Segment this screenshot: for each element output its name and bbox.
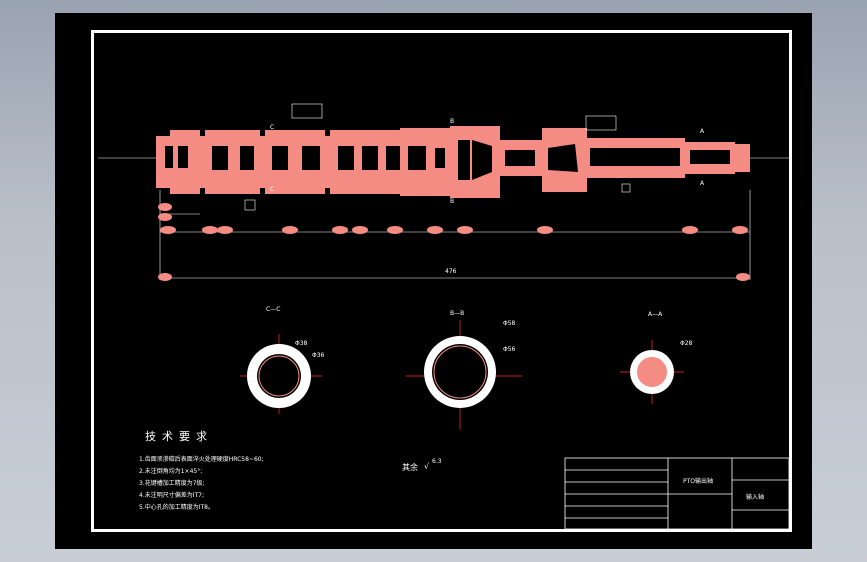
section-a xyxy=(620,340,684,404)
section-label-c-top: C xyxy=(270,124,275,131)
overall-length: 476 xyxy=(445,268,457,275)
note-3: 3.花键槽加工精度为7级; xyxy=(139,480,205,487)
roughness-prefix: 其余 xyxy=(402,463,418,472)
section-c-major: Φ38 xyxy=(295,340,308,347)
section-c-title: C—C xyxy=(266,306,281,313)
shaft-slots xyxy=(165,140,730,180)
section-a-major: Φ28 xyxy=(680,340,693,347)
section-label-a-bottom: A xyxy=(700,180,705,187)
section-label-b-top: B xyxy=(450,118,455,125)
note-2: 2.未注倒角均为1×45°; xyxy=(139,468,203,475)
section-label-b-bottom: B xyxy=(450,198,455,205)
title-sheet-info: 输入轴 xyxy=(746,494,765,501)
note-4: 4.未注明尺寸偏差为IT7; xyxy=(139,492,204,499)
roughness-icon: √ xyxy=(424,462,430,471)
section-b-title: B—B xyxy=(450,310,465,317)
drawing-frame xyxy=(91,30,792,532)
roughness-value: 6.3 xyxy=(432,458,442,465)
section-c xyxy=(240,334,322,414)
title-block-grid xyxy=(564,457,790,530)
note-5: 5.中心孔的加工精度为IT8。 xyxy=(139,504,214,511)
section-a-title: A—A xyxy=(648,311,663,318)
section-label-c-bottom: C xyxy=(270,186,275,193)
tolerance-frames xyxy=(244,103,631,211)
note-1: 1.齿面须渗碳后表面淬火处理硬度HRC58~60; xyxy=(139,456,264,463)
section-label-a-top: A xyxy=(700,128,705,135)
section-c-minor: Φ36 xyxy=(312,352,325,359)
technical-notes-title: 技术要求 xyxy=(145,430,213,443)
section-b-major: Φ58 xyxy=(503,320,516,327)
drawing-canvas xyxy=(55,13,812,549)
section-b-minor: Φ56 xyxy=(503,346,516,353)
title-drawing-name: PTO输出轴 xyxy=(683,478,714,485)
dimension-bubbles xyxy=(158,203,750,281)
section-b xyxy=(406,320,522,430)
dimension-lines xyxy=(159,190,751,280)
